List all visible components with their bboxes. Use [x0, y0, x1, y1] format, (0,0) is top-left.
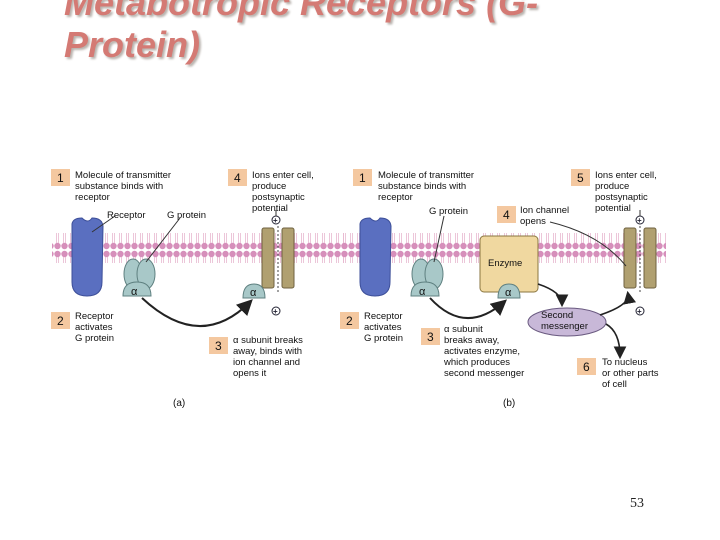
step-text-b3-line5: second messenger: [444, 368, 524, 379]
title-line-1: Metabotropic Receptors (G-: [64, 0, 539, 23]
step-text-a1-line3: receptor: [75, 192, 110, 203]
g-protein-label-a: G protein: [167, 210, 206, 221]
arrow-enzyme-to-messenger: [537, 283, 569, 308]
step-text-b3-line3: activates enzyme,: [444, 346, 520, 357]
ion-plus-a2: +: [273, 307, 278, 316]
arrow-a: [141, 297, 253, 327]
step-number-a3: 3: [215, 339, 222, 353]
alpha-label-b1: α: [419, 286, 426, 298]
step-text-a2-line1: Receptor: [75, 311, 114, 322]
leader-ion-channel-b: [549, 221, 627, 267]
second-messenger-b: [527, 307, 607, 337]
step-text-a3-line1: α subunit breaks: [233, 335, 303, 346]
step-text-b3-line1: α subunit: [444, 324, 483, 335]
step-box-b1: [353, 169, 372, 186]
panel-label-a: (a): [173, 398, 185, 409]
step-box-b3: [421, 328, 440, 345]
arrow-b: [429, 297, 508, 319]
step-text-b5-line4: potential: [595, 203, 631, 214]
step-box-a1: [51, 169, 70, 186]
g-protein-diagram: α + + α 1 Molecule of transmitter substa…: [51, 169, 666, 409]
step-text-b4-line1: Ion channel: [520, 205, 569, 216]
alpha-label-a2: α: [250, 287, 257, 299]
second-messenger-label-line1: Second: [541, 310, 573, 321]
leader-gprotein-a: [145, 217, 181, 263]
step-text-b2-line2: activates: [364, 322, 402, 333]
step-text-a1-line2: substance binds with: [75, 181, 163, 192]
step-text-a3-line2: away, binds with: [233, 346, 302, 357]
step-box-b4: [497, 206, 516, 223]
alpha-label-a1: α: [131, 286, 138, 298]
ion-plus-b1: +: [637, 216, 642, 225]
second-messenger-label-line2: messenger: [541, 321, 588, 332]
step-text-b5-line3: postsynaptic: [595, 192, 648, 203]
alpha-subunit-b: [497, 283, 521, 299]
step-text-b6-line3: of cell: [602, 379, 627, 390]
arrow-messenger-to-nucleus: [605, 323, 627, 360]
step-text-a4-line4: potential: [252, 203, 288, 214]
alpha-label-b2: α: [505, 287, 512, 299]
title-line-2: Protein): [64, 24, 201, 65]
step-text-b1-line1: Molecule of transmitter: [378, 170, 474, 181]
step-text-b2-line1: Receptor: [364, 311, 403, 322]
step-text-b2-line3: G protein: [364, 333, 403, 344]
step-box-a2: [51, 312, 70, 329]
page-number: 53: [630, 496, 644, 511]
step-text-b6-line2: or other parts: [602, 368, 659, 379]
step-box-b2: [340, 312, 359, 329]
g-protein-b: α: [410, 258, 444, 298]
panel-a: α + + α 1 Molecule of transmitter substa…: [51, 169, 344, 409]
step-box-a4: [228, 169, 247, 186]
g-protein-a: α: [122, 258, 156, 298]
leader-gprotein-b: [433, 215, 445, 263]
step-text-b3-line2: breaks away,: [444, 335, 499, 346]
step-text-b3-line4: which produces: [443, 357, 510, 368]
step-number-b1: 1: [359, 171, 366, 185]
step-text-a4-line2: produce: [252, 181, 286, 192]
receptor-label-a: Receptor: [107, 210, 146, 221]
receptor-b: [359, 217, 392, 297]
step-text-a3-line4: opens it: [233, 368, 267, 379]
step-text-b1-line2: substance binds with: [378, 181, 466, 192]
receptor-a: [71, 217, 104, 297]
panel-label-b: (b): [503, 398, 515, 409]
step-number-a4: 4: [234, 171, 241, 185]
step-text-b6-line1: To nucleus: [602, 357, 648, 368]
alpha-subunit-a: [242, 283, 266, 299]
step-number-a1: 1: [57, 171, 64, 185]
step-box-b5: [571, 169, 590, 186]
ion-channel-b: + +: [623, 215, 657, 316]
step-box-b6: [577, 358, 596, 375]
g-protein-label-b: G protein: [429, 206, 468, 217]
enzyme-label-b: Enzyme: [488, 258, 522, 269]
step-text-a4-line1: Ions enter cell,: [252, 170, 314, 181]
ion-plus-a1: +: [273, 216, 278, 225]
step-text-a3-line3: ion channel and: [233, 357, 300, 368]
ion-channel-a: + +: [261, 215, 295, 316]
step-number-b5: 5: [577, 171, 584, 185]
step-number-b2: 2: [346, 314, 353, 328]
step-number-b6: 6: [583, 360, 590, 374]
step-text-a2-line3: G protein: [75, 333, 114, 344]
arrow-messenger-to-channel: [599, 290, 637, 316]
step-number-b4: 4: [503, 208, 510, 222]
panel-b: α Enzyme α Second messenger + +: [340, 169, 666, 409]
ion-plus-b2: +: [637, 307, 642, 316]
step-box-a3: [209, 337, 228, 354]
step-text-a1-line1: Molecule of transmitter: [75, 170, 171, 181]
step-text-b4-line2: opens: [520, 216, 546, 227]
step-text-a4-line3: postsynaptic: [252, 192, 305, 203]
step-number-b3: 3: [427, 330, 434, 344]
step-text-b1-line3: receptor: [378, 192, 413, 203]
slide-title: Metabotropic Receptors (G- Protein): [64, 0, 704, 66]
step-text-b5-line1: Ions enter cell,: [595, 170, 657, 181]
step-text-a2-line2: activates: [75, 322, 113, 333]
leader-receptor-a: [91, 215, 116, 233]
step-number-a2: 2: [57, 314, 64, 328]
step-text-b5-line2: produce: [595, 181, 629, 192]
